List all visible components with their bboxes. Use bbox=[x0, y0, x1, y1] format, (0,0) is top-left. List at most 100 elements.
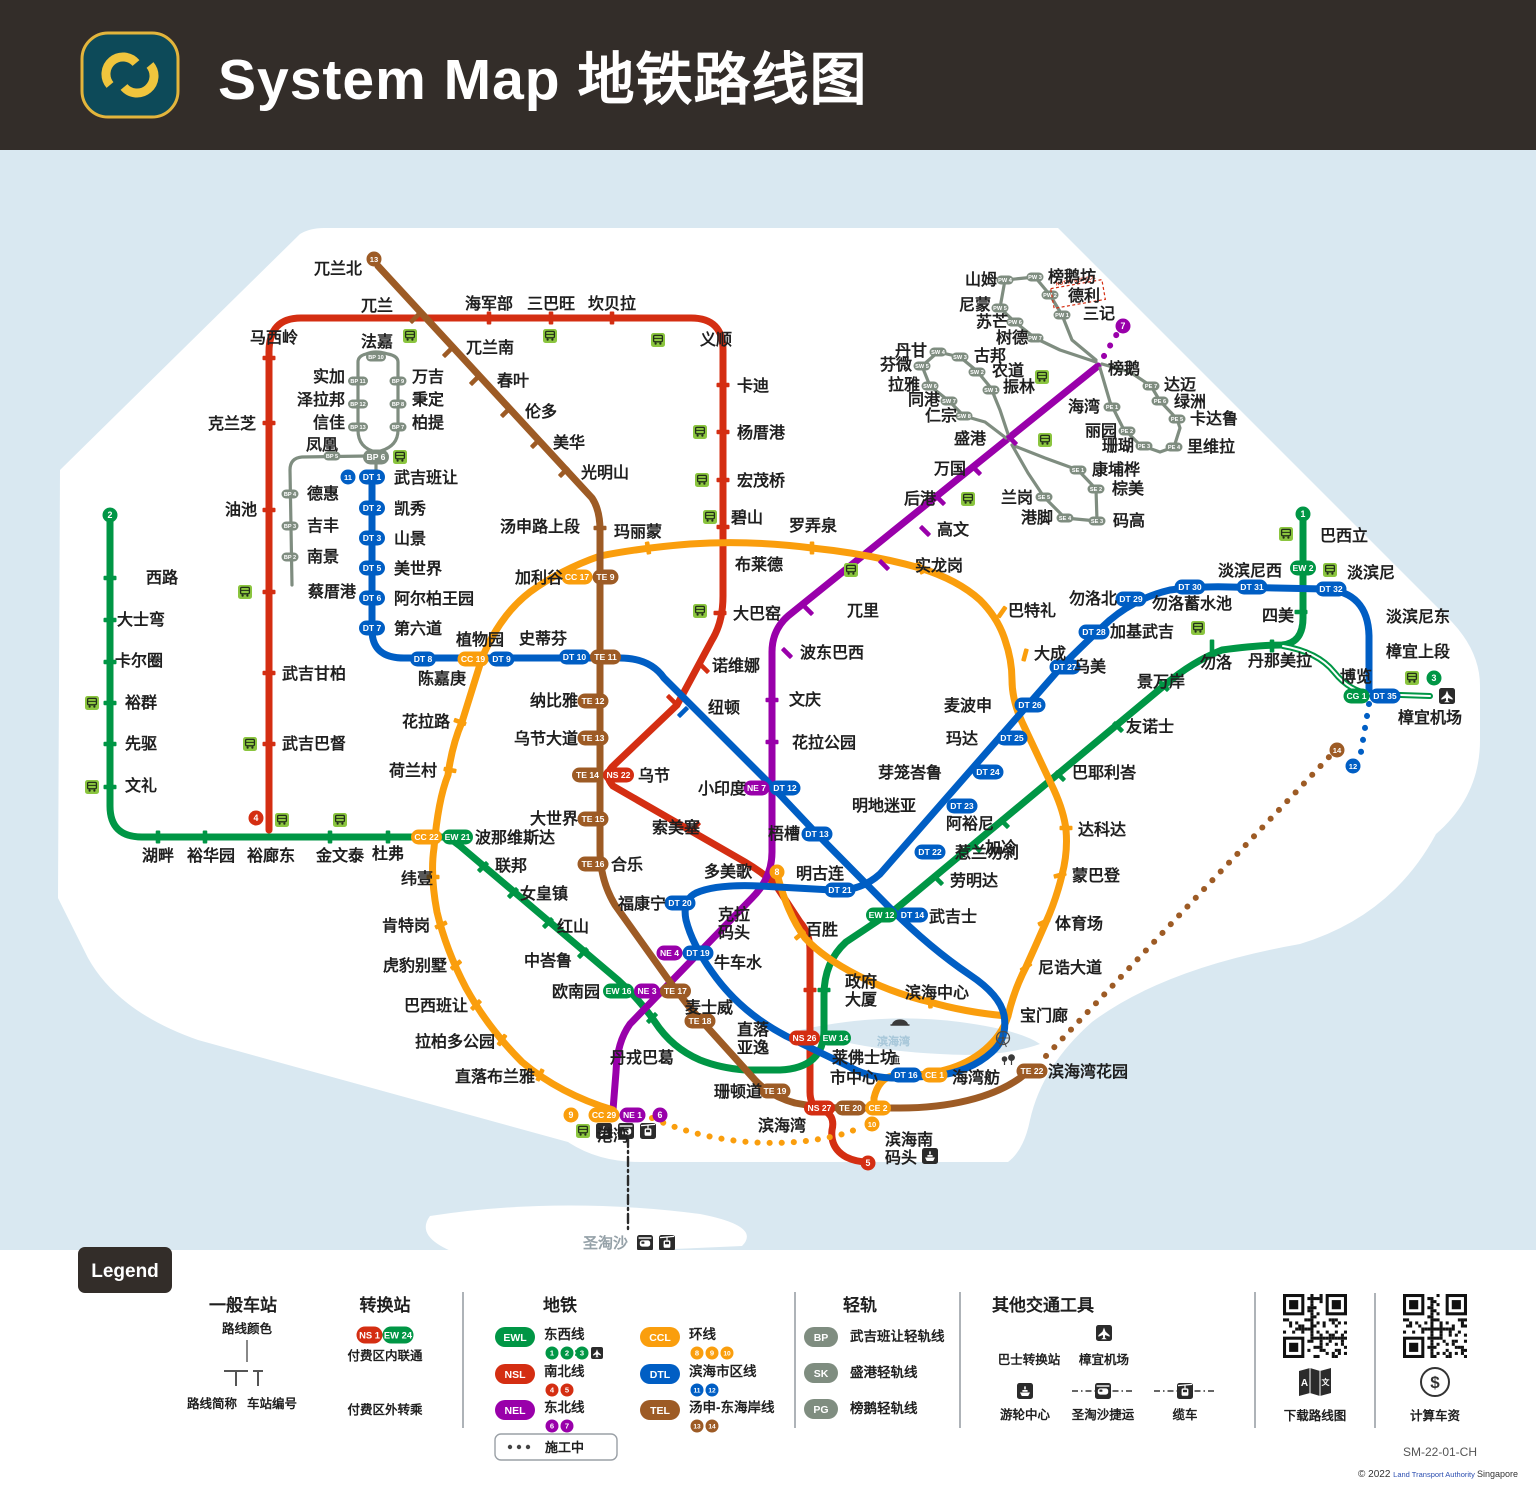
station-label: 美华 bbox=[553, 433, 585, 452]
interchange-badge: TE 12 bbox=[577, 693, 609, 709]
lrt-station-badge: PW 4 bbox=[996, 275, 1014, 285]
station-label: 德利 bbox=[1068, 286, 1100, 305]
station-label: 尼诰大道 bbox=[1038, 958, 1102, 977]
badge-code: CC 29 bbox=[592, 1110, 617, 1120]
page-title: System Map 地铁路线图 bbox=[218, 48, 868, 112]
station-label: 樟宜上段 bbox=[1386, 642, 1451, 661]
station-tick bbox=[1006, 434, 1018, 446]
legend-construction-label: 施工中 bbox=[545, 1440, 584, 1455]
legend-line-name: 东北线 bbox=[544, 1399, 585, 1415]
svg-text:2: 2 bbox=[108, 510, 113, 520]
station-label: 文庆 bbox=[789, 690, 821, 709]
svg-text:4: 4 bbox=[550, 1386, 555, 1395]
station-label: 凤凰 bbox=[306, 436, 338, 454]
legend-line-name: 汤申-东海岸线 bbox=[689, 1399, 775, 1415]
bus-interchange-icon bbox=[333, 813, 347, 827]
badge-code: DT 30 bbox=[1178, 582, 1202, 592]
line-nel-extension bbox=[1101, 329, 1121, 359]
svg-text:BP 10: BP 10 bbox=[368, 355, 383, 361]
station-tick bbox=[103, 659, 117, 665]
station-tick bbox=[103, 784, 117, 790]
bus-interchange-icon bbox=[695, 473, 709, 487]
svg-text:SE 3: SE 3 bbox=[1091, 519, 1103, 525]
station-label: 山姆 bbox=[965, 270, 997, 289]
terminus-circle: 5 bbox=[860, 1155, 876, 1171]
station-label: 德惠 bbox=[307, 484, 339, 503]
station-label: 兀里 bbox=[846, 602, 879, 620]
boat-icon bbox=[922, 1148, 938, 1164]
legend-cruise-label: 游轮中心 bbox=[1000, 1407, 1051, 1422]
svg-text:BP: BP bbox=[814, 1332, 829, 1344]
badge-code: DT 23 bbox=[950, 801, 974, 811]
station-label: 绿洲 bbox=[1174, 392, 1206, 411]
station-tick bbox=[609, 311, 615, 325]
badge-code: BP 6 bbox=[367, 452, 386, 462]
station-tick bbox=[262, 420, 276, 426]
station-label: 兀兰南 bbox=[465, 338, 514, 357]
interchange-badge: DT 25 bbox=[996, 730, 1028, 746]
svg-text:11: 11 bbox=[344, 473, 353, 482]
interchange-badge: EW 2 bbox=[1290, 560, 1316, 576]
station-label: 兀兰北 bbox=[313, 259, 362, 278]
badge-code: DT 25 bbox=[1000, 733, 1024, 743]
station-label: 裕廊东 bbox=[246, 846, 295, 865]
station-label: 卡达鲁 bbox=[1190, 409, 1238, 428]
bus-interchange-icon bbox=[1035, 370, 1049, 384]
station-label: 乌节 bbox=[638, 766, 670, 785]
station-tick bbox=[443, 766, 457, 774]
station-label: 马西岭 bbox=[250, 328, 298, 347]
line-ccl-extension bbox=[649, 1115, 861, 1146]
svg-text:6: 6 bbox=[550, 1422, 554, 1431]
station-label: 滨海湾 bbox=[877, 1034, 910, 1048]
svg-text:PE 6: PE 6 bbox=[1154, 399, 1166, 405]
station-label: 珊顿道 bbox=[714, 1082, 762, 1101]
badge-code: DT 22 bbox=[918, 847, 942, 857]
station-tick bbox=[434, 920, 448, 930]
lrt-station-badge: PE 5 bbox=[1168, 414, 1186, 424]
lrt-station-badge: BP 12 bbox=[348, 399, 368, 409]
station-label: 牛车水 bbox=[714, 953, 763, 972]
lrt-station-badge: PW 7 bbox=[1026, 333, 1044, 343]
dome-icon bbox=[890, 1019, 910, 1026]
legend-line-terminus-circle: 2 bbox=[560, 1346, 574, 1360]
badge-code: TE 22 bbox=[1021, 1066, 1044, 1076]
station-tick bbox=[1053, 871, 1067, 879]
station-label: 卡尔圈 bbox=[115, 651, 163, 670]
station-label: 伦多 bbox=[525, 402, 557, 421]
station-label: 振林 bbox=[1003, 377, 1035, 396]
lrt-station-badge: SW 6 bbox=[921, 381, 939, 391]
station-tick bbox=[646, 1012, 658, 1024]
station-label: 榜鹅坊 bbox=[1048, 267, 1096, 286]
interchange-badge: TE 18 bbox=[684, 1013, 716, 1029]
station-tick bbox=[934, 494, 946, 506]
interchange-badge: DT 5 bbox=[359, 560, 385, 576]
station-tick bbox=[1112, 721, 1124, 733]
station-label: 加冷 bbox=[984, 838, 1017, 857]
station-label: 诺维娜 bbox=[712, 656, 760, 675]
station-label: 三巴旺 bbox=[527, 295, 575, 313]
station-label: 欧南园 bbox=[552, 982, 600, 1001]
badge-code: TE 9 bbox=[596, 572, 614, 582]
station-label: 四美 bbox=[1262, 606, 1295, 625]
legend-line-code: DTL bbox=[650, 1369, 671, 1381]
terminus-circle: 9 bbox=[563, 1107, 579, 1123]
badge-code: DT 13 bbox=[805, 829, 829, 839]
bus-interchange-icon bbox=[1038, 433, 1052, 447]
legend-unpaid-transfer-label: 付费区外转乘 bbox=[347, 1402, 423, 1417]
copyright-text: © 2022 Land Transport Authority Singapor… bbox=[1358, 1469, 1518, 1480]
station-label: 大成 bbox=[1034, 644, 1066, 663]
station-tick bbox=[689, 821, 701, 833]
lrt-station-badge: BP 10 bbox=[366, 352, 386, 362]
station-label: 达科达 bbox=[1078, 820, 1126, 839]
station-label: 美世界 bbox=[394, 559, 442, 578]
marina-bay-water bbox=[800, 1018, 1040, 1055]
lrt-station-badge: BP 3 bbox=[281, 521, 299, 531]
station-tick bbox=[469, 374, 481, 386]
svg-text:2: 2 bbox=[565, 1349, 569, 1358]
